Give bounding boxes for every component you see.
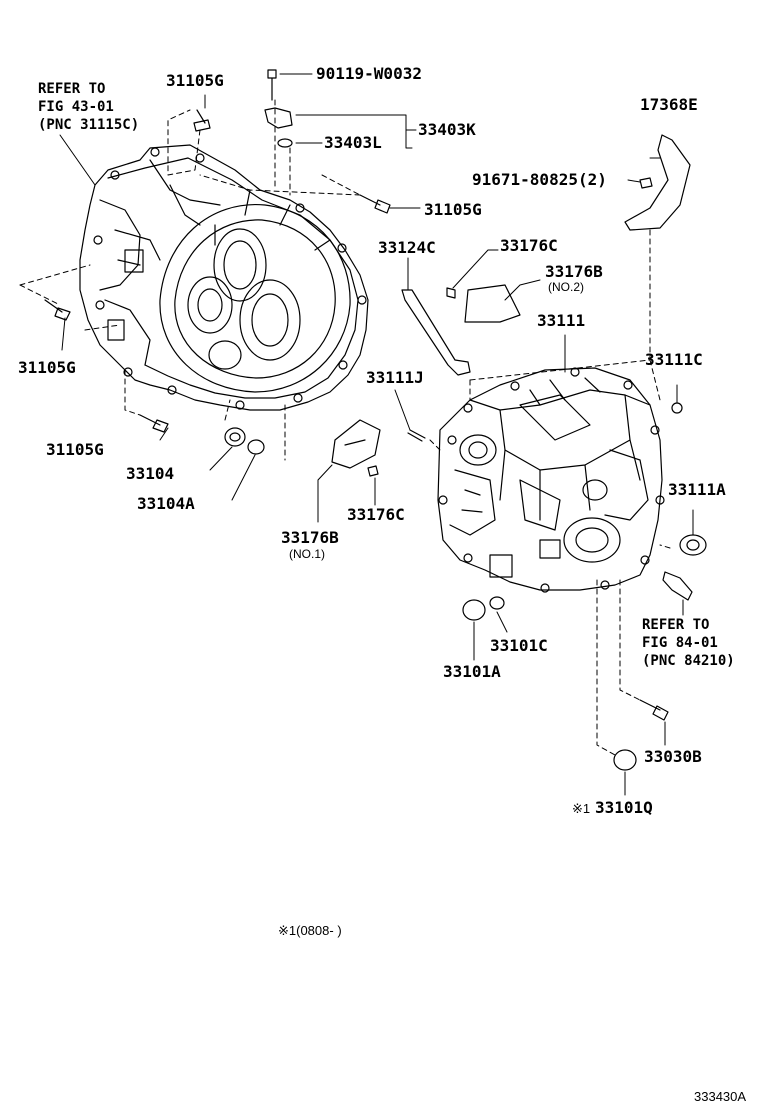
part-33101c-label[interactable]: 33101C: [490, 636, 548, 655]
part-33176c-top-label[interactable]: 33176C: [500, 236, 558, 255]
small-parts-drawing: [44, 69, 707, 771]
part-33101a-label[interactable]: 33101A: [443, 662, 501, 681]
part-33176c-bottom-label[interactable]: 33176C: [347, 505, 405, 524]
refer-to-fig-43-01-label[interactable]: REFER TO FIG 43-01 (PNC 31115C): [38, 80, 139, 135]
part-33101q-footnote-mark: ※1: [572, 801, 591, 816]
part-33030b-label[interactable]: 33030B: [644, 747, 702, 766]
transmission-case-drawing: [437, 367, 665, 593]
part-33176b-no2-note: (NO.2): [548, 280, 584, 294]
refer-line: REFER TO: [38, 81, 106, 97]
transaxle-housing-drawing: [79, 144, 369, 411]
part-31105g-top-label[interactable]: 31105G: [166, 71, 224, 90]
footnote-text: ※1(0808- ): [278, 923, 342, 938]
part-31105g-bottom-label[interactable]: 31105G: [46, 440, 104, 459]
part-33176b-no1-note: (NO.1): [289, 547, 325, 561]
refer-pnc-line: (PNC 84210): [642, 653, 735, 670]
part-33176b-no1-label[interactable]: 33176B: [281, 528, 339, 547]
exploded-dashed-lines: [19, 99, 671, 756]
part-33104a-label[interactable]: 33104A: [137, 494, 195, 513]
refer-fig-line: FIG 43-01: [38, 99, 114, 116]
part-33111-label[interactable]: 33111: [537, 311, 586, 330]
part-33124c-label[interactable]: 33124C: [378, 238, 436, 257]
part-33104-label[interactable]: 33104: [126, 464, 175, 483]
part-31105g-left-label[interactable]: 31105G: [18, 358, 76, 377]
refer-line: REFER TO: [642, 617, 710, 633]
part-91671-80825-label[interactable]: 91671-80825(2): [472, 170, 607, 189]
refer-to-fig-84-01-label[interactable]: REFER TO FIG 84-01 (PNC 84210): [642, 616, 735, 671]
part-90119-w0032-label[interactable]: 90119-W0032: [316, 64, 422, 83]
refer-pnc-line: (PNC 31115C): [38, 117, 140, 134]
part-33176b-no2-label[interactable]: 33176B: [545, 262, 603, 281]
part-33403k-label[interactable]: 33403K: [418, 120, 476, 139]
figure-id: 333430A: [694, 1089, 747, 1104]
part-33101q-label[interactable]: 33101Q: [595, 798, 653, 817]
part-33403l-label[interactable]: 33403L: [324, 133, 382, 152]
part-17368e-label[interactable]: 17368E: [640, 95, 698, 114]
leader-lines: [59, 73, 694, 796]
part-31105g-mid-label[interactable]: 31105G: [424, 200, 482, 219]
part-33111j-label[interactable]: 33111J: [366, 368, 424, 387]
part-33111a-label[interactable]: 33111A: [668, 480, 726, 499]
part-33111c-label[interactable]: 33111C: [645, 350, 703, 369]
refer-fig-line: FIG 84-01: [642, 635, 718, 652]
